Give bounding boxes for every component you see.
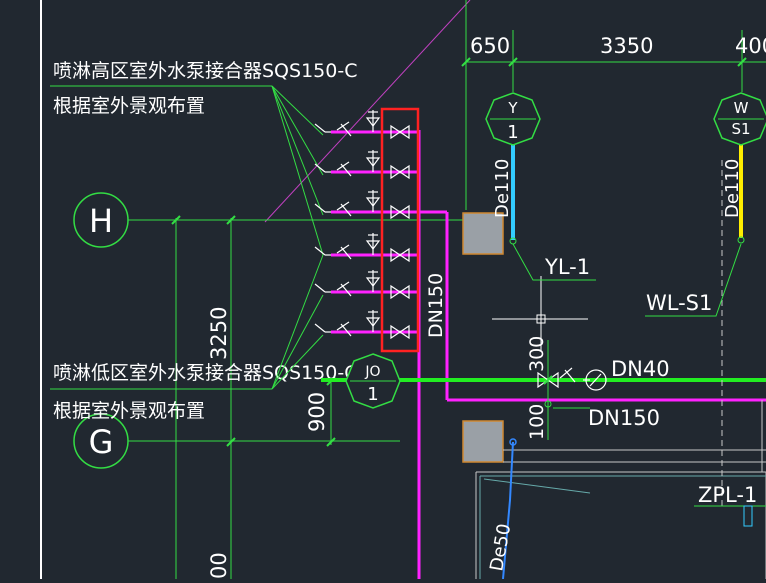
riser-ws1-top: W [734,99,749,117]
safety-valve-icon [365,317,381,327]
safety-valve-icon [365,197,381,207]
zpl1-riser-box [743,505,753,527]
label-dn40: DN40 [611,357,670,381]
axis-h-label: H [89,202,113,240]
dim-100: 100 [526,404,548,440]
safety-valve-icon [365,117,381,127]
gate-valve-left-icon [390,284,402,300]
axis-h-bubble: H [73,192,129,248]
wls1-leader [645,243,742,317]
label-de110-left: De110 [492,159,513,218]
high-zone-leaders [271,85,324,256]
connector-inlet-icon [314,123,326,133]
highlight-box [380,107,420,353]
riser-marker-ws1: W S1 [713,92,766,146]
connector-row [314,150,419,180]
gate-valve-left-icon [390,247,402,263]
pump-connector-array [314,110,419,340]
top-dimension-chain [461,0,766,210]
dim-900: 900 [305,392,329,432]
structural-column-upper [462,212,504,255]
connector-inlet-icon [314,283,326,293]
connector-inlet-icon [314,246,326,256]
label-dn150-horizontal: DN150 [588,406,660,430]
check-valve-stroke [336,281,350,291]
connector-row [314,233,419,263]
gate-valve-right-icon [398,164,410,180]
gate-valve-left-icon [390,324,402,340]
riser-marker-jo1: JO 1 [345,353,401,409]
riser-y1-top: Y [507,99,518,117]
gate-valve-right-icon [398,284,410,300]
connector-inlet-icon [314,203,326,213]
gate-valve-right-icon [398,324,410,340]
diagonal-reference-line [264,0,471,223]
dim-3250: 3250 [207,307,231,360]
low-zone-leaders [271,254,324,390]
valve-dimension-chain [543,340,553,440]
structural-column-lower [462,420,504,463]
riser-jo1-bottom: 1 [367,384,378,405]
connector-inlet-icon [314,163,326,173]
label-dn150-vertical: DN150 [425,273,447,338]
dim-400: 400 [735,34,766,58]
right-cyan-outline [479,475,766,579]
connector-row [314,110,419,140]
gate-valve-left-icon [390,204,402,220]
tag-yl1: YL-1 [544,255,590,279]
riser-jo1-top: JO [364,364,380,380]
dim-650: 650 [470,34,510,58]
note-low-zone-sub: 根据室外景观布置 [53,400,205,422]
label-de110-right: De110 [722,159,743,218]
yl1-crosshair [492,276,588,352]
check-valve-stroke [336,121,350,131]
dim-300: 300 [526,336,548,372]
gate-valve-right-icon [398,124,410,140]
riser-marker-y1: Y 1 [485,92,541,146]
riser-y1-bottom: 1 [507,122,518,143]
tag-zpl1: ZPL-1 [698,483,757,507]
check-valve-stroke [336,161,350,171]
note-high-zone-sub: 根据室外景观布置 [53,95,205,117]
gate-valve-left-icon [390,124,402,140]
connector-inlet-icon [314,323,326,333]
note-high-zone-title: 喷淋高区室外水泵接合器SQS150-C [53,60,357,82]
safety-valve-icon [365,157,381,167]
check-valve-stroke [336,321,350,331]
ws1-riser-point [737,236,745,244]
connector-row [314,190,419,220]
yl1-leader [512,243,596,281]
note-low-zone-title: 喷淋低区室外水泵接合器SQS150-C [53,362,357,384]
tag-wls1: WL-S1 [646,291,712,315]
connector-row [314,310,419,340]
de50-pipe [502,441,514,580]
dim-00: 00 [207,552,231,579]
pressure-gauge-icon [585,369,607,391]
dim-3350: 3350 [600,34,653,58]
gate-valve-left-icon [390,164,402,180]
label-de50: De50 [486,522,515,573]
connector-row [314,270,419,300]
check-valve-stroke [336,244,350,254]
safety-valve-icon [365,240,381,250]
axis-g-label: G [89,423,114,461]
gate-valve-right-icon [398,204,410,220]
de50-riser-point [509,438,517,446]
gate-valve-right-icon [398,247,410,263]
axis-g-bubble: G [73,413,129,469]
safety-valve-icon [365,277,381,287]
riser-ws1-bottom: S1 [731,120,750,138]
check-valve-stroke [336,201,350,211]
